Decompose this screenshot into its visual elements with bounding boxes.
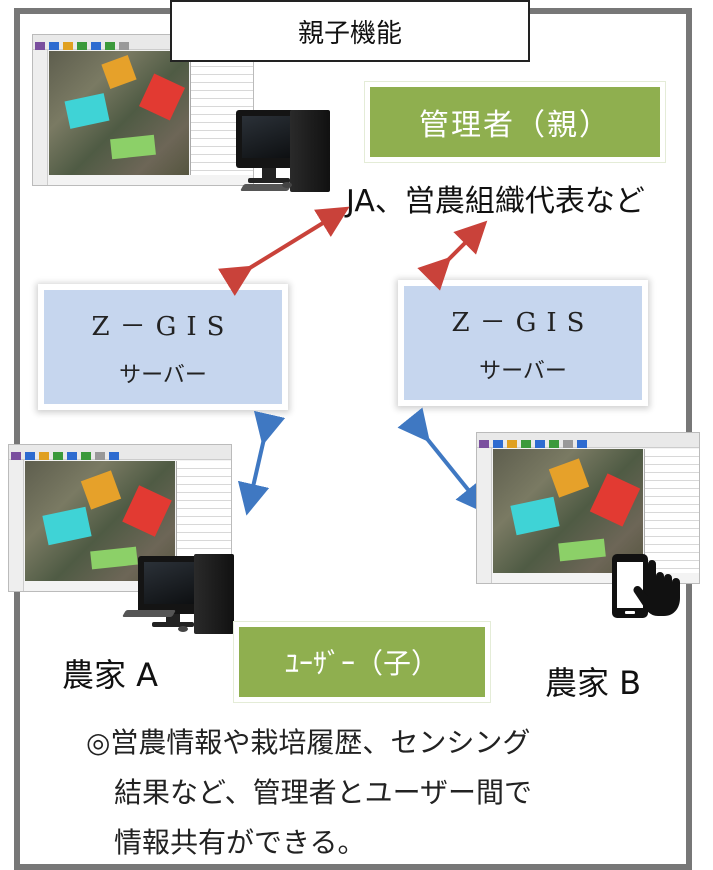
aerial-map bbox=[49, 51, 189, 175]
server-sublabel: サーバー bbox=[479, 358, 567, 384]
app-toolbar bbox=[9, 445, 231, 460]
page-title: 親子機能 bbox=[170, 0, 530, 62]
server-box-right: Z－GIS サーバー bbox=[398, 280, 648, 406]
server-box-left: Z－GIS サーバー bbox=[38, 284, 288, 410]
farmer-a-server-arrow bbox=[237, 410, 286, 516]
field-cyan bbox=[42, 506, 92, 546]
server-name: Z－GIS bbox=[91, 311, 235, 342]
admin-subtitle: JA、営農組織代表など bbox=[346, 184, 645, 219]
admin-label-box: 管理者（親） bbox=[365, 82, 665, 162]
note-line: 結果など、管理者とユーザー間で bbox=[86, 776, 533, 809]
user-label-box: ﾕｰｻﾞｰ（子） bbox=[234, 622, 490, 702]
note-line: ◎営農情報や栽培履歴、センシング bbox=[86, 726, 531, 759]
note-line: 情報共有ができる。 bbox=[86, 826, 366, 859]
farmer-a-label: 農家 A bbox=[62, 656, 159, 694]
app-sidebar bbox=[33, 50, 48, 185]
field-orange bbox=[80, 470, 122, 510]
aerial-map bbox=[493, 449, 643, 573]
field-red bbox=[122, 485, 172, 537]
admin-label: 管理者（親） bbox=[419, 108, 611, 143]
farmer-b-server-arrow bbox=[397, 407, 489, 515]
farmer-b-label: 農家 B bbox=[545, 664, 642, 702]
field-green bbox=[558, 538, 606, 562]
app-sidebar bbox=[477, 448, 492, 583]
admin-server-left-arrow bbox=[217, 206, 350, 297]
smartphone-touch-icon bbox=[612, 554, 680, 618]
field-cyan bbox=[510, 496, 560, 536]
farmer-b-map-screenshot bbox=[476, 432, 700, 584]
field-orange bbox=[548, 458, 590, 498]
data-table bbox=[644, 449, 699, 573]
admin-server-right-arrow bbox=[417, 220, 488, 291]
app-toolbar bbox=[477, 433, 699, 448]
field-red bbox=[589, 473, 641, 527]
user-label: ﾕｰｻﾞｰ（子） bbox=[284, 647, 439, 680]
farmer-a-map-screenshot bbox=[8, 444, 232, 592]
app-sidebar bbox=[9, 460, 24, 591]
field-green bbox=[90, 546, 138, 570]
server-sublabel: サーバー bbox=[119, 362, 207, 388]
description-note: ◎営農情報や栽培履歴、センシング 結果など、管理者とユーザー間で 情報共有ができ… bbox=[86, 718, 666, 868]
server-name: Z－GIS bbox=[451, 307, 595, 338]
